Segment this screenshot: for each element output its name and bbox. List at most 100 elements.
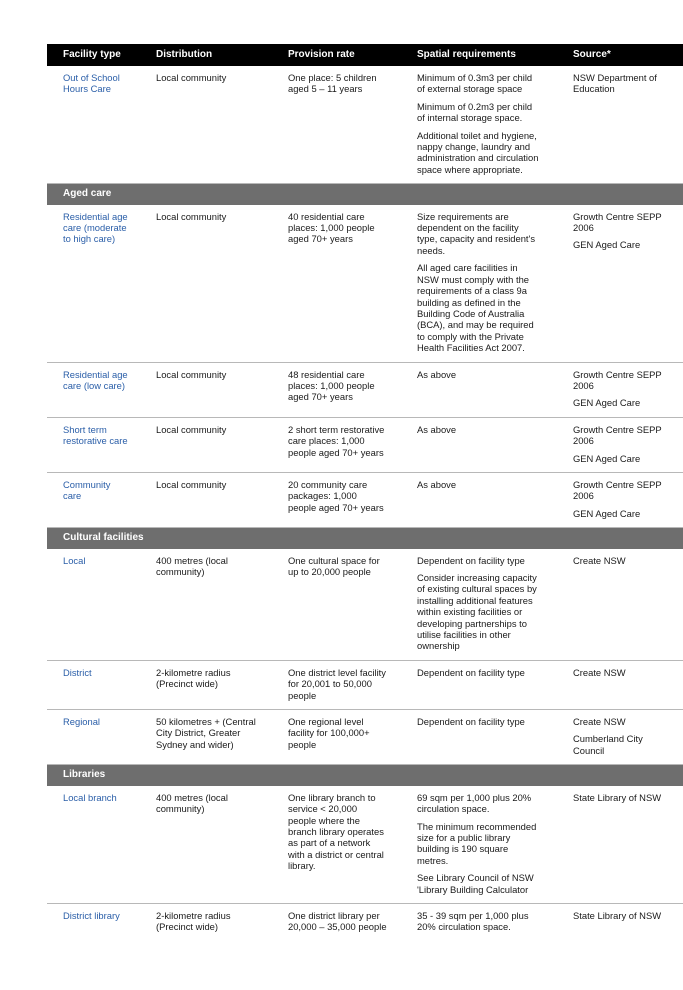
distribution-cell: Local community	[140, 204, 272, 363]
facility-type-cell: Regional	[47, 709, 140, 766]
spatial-requirements-cell: 69 sqm per 1,000 plus 20% circulation sp…	[401, 785, 557, 904]
provision-rate-cell: One library branch to service < 20,000 p…	[272, 785, 401, 904]
source-cell-paragraph: State Library of NSW	[573, 791, 662, 803]
source-cell-paragraph: GEN Aged Care	[573, 397, 641, 409]
source-cell: Create NSW	[557, 548, 683, 661]
spatial-requirements-cell-paragraph: Dependent on facility type	[417, 666, 525, 678]
table-row: Residential age care (moderate to high c…	[47, 204, 683, 363]
distribution-cell-text: 2-kilometre radius (Precinct wide)	[156, 909, 231, 933]
distribution-cell-text: 2-kilometre radius (Precinct wide)	[156, 666, 231, 690]
source-cell-paragraph: Create NSW	[573, 666, 626, 678]
provision-rate-cell-text: One district level facility for 20,001 t…	[288, 666, 386, 701]
source-cell-paragraph: Create NSW	[573, 554, 626, 566]
spatial-requirements-cell-paragraph: Additional toilet and hygiene, nappy cha…	[417, 129, 539, 175]
section-title: Aged care	[47, 183, 683, 205]
source-cell: NSW Department of Education	[557, 66, 683, 185]
distribution-cell: 2-kilometre radius (Precinct wide)	[140, 660, 272, 711]
spatial-requirements-cell-paragraph: Dependent on facility type	[417, 554, 525, 566]
provision-rate-cell: 20 community care packages: 1,000 people…	[272, 472, 401, 529]
source-cell: Create NSW	[557, 660, 683, 711]
spatial-requirements-cell: Dependent on facility type	[401, 660, 557, 711]
spatial-requirements-cell-paragraph: Size requirements are dependent on the f…	[417, 210, 536, 256]
spatial-requirements-cell: Size requirements are dependent on the f…	[401, 204, 557, 363]
provision-rate-cell: One place: 5 children aged 5 – 11 years	[272, 66, 401, 185]
distribution-cell-text: Local community	[156, 478, 227, 490]
provision-rate-cell-text: One cultural space for up to 20,000 peop…	[288, 554, 380, 577]
facility-type-cell: Short term restorative care	[47, 417, 140, 473]
table-row: District library 2-kilometre radius (Prec…	[47, 903, 683, 940]
section-title: Cultural facilities	[47, 527, 683, 549]
spatial-requirements-cell: As above	[401, 362, 557, 418]
provision-rate-cell-text: One place: 5 children aged 5 – 11 years	[288, 72, 377, 95]
facility-type-cell: Out of School Hours Care	[47, 66, 140, 185]
source-cell-paragraph: Growth Centre SEPP 2006	[573, 478, 662, 502]
spatial-requirements-cell: As above	[401, 417, 557, 473]
source-cell-paragraph: GEN Aged Care	[573, 507, 641, 519]
facility-type-cell: Community care	[47, 472, 140, 529]
source-cell: State Library of NSW	[557, 903, 683, 940]
facility-type-cell-text: Out of School Hours Care	[63, 72, 120, 95]
spatial-requirements-cell-paragraph: As above	[417, 368, 457, 380]
source-cell-paragraph: Growth Centre SEPP 2006	[573, 423, 662, 447]
section-header-row: Aged care	[47, 183, 683, 205]
provision-rate-cell: 40 residential care places: 1,000 people…	[272, 204, 401, 363]
table-header-row: Facility type Distribution Provision rat…	[47, 44, 683, 66]
section-header-row: Libraries	[47, 764, 683, 786]
spatial-requirements-cell-paragraph: As above	[417, 423, 457, 435]
distribution-cell-text: Local community	[156, 210, 227, 222]
source-cell-paragraph: GEN Aged Care	[573, 452, 641, 464]
facility-type-cell-text: Local	[63, 554, 86, 566]
header-facility-type: Facility type	[47, 44, 140, 66]
provision-rate-cell: One district library per 20,000 – 35,000…	[272, 903, 401, 940]
provision-rate-cell: 48 residential care places: 1,000 people…	[272, 362, 401, 418]
source-cell-paragraph: Growth Centre SEPP 2006	[573, 368, 662, 391]
provision-rate-cell: One regional level facility for 100,000+…	[272, 709, 401, 766]
spatial-requirements-cell: Dependent on facility type	[401, 709, 557, 766]
provision-rate-cell-text: 48 residential care places: 1,000 people…	[288, 368, 375, 403]
facility-type-cell-text: District library	[63, 909, 120, 921]
facility-type-cell: Residential age care (moderate to high c…	[47, 204, 140, 363]
provision-rate-cell-text: 40 residential care places: 1,000 people…	[288, 210, 375, 245]
distribution-cell: Local community	[140, 66, 272, 185]
source-cell-paragraph: Create NSW	[573, 716, 626, 728]
spatial-requirements-cell-paragraph: Dependent on facility type	[417, 716, 525, 728]
section-header-row: Cultural facilities	[47, 527, 683, 549]
facility-type-cell: Local	[47, 548, 140, 661]
distribution-cell-text: 50 kilometres + (Central City District, …	[156, 716, 256, 750]
provision-rate-cell-text: One library branch to service < 20,000 p…	[288, 791, 384, 872]
spatial-requirements-cell-paragraph: 69 sqm per 1,000 plus 20% circulation sp…	[417, 791, 532, 815]
source-cell: State Library of NSW	[557, 785, 683, 904]
facility-type-cell: Local branch	[47, 785, 140, 904]
spatial-requirements-cell: Minimum of 0.3m3 per child of external s…	[401, 66, 557, 185]
source-cell-paragraph: NSW Department of Education	[573, 72, 657, 95]
facility-type-cell-text: Regional	[63, 716, 101, 728]
source-cell-paragraph: Cumberland City Council	[573, 733, 643, 756]
facility-type-cell: District	[47, 660, 140, 711]
spatial-requirements-cell: As above	[401, 472, 557, 529]
facility-type-cell-text: Residential age care (low care)	[63, 368, 128, 391]
spatial-requirements-cell-paragraph: All aged care facilities in NSW must com…	[417, 262, 534, 354]
spatial-requirements-cell-paragraph: The minimum recommended size for a publi…	[417, 820, 537, 866]
table-row: Regional 50 kilometres + (Central City Di…	[47, 709, 683, 766]
source-cell-paragraph: GEN Aged Care	[573, 239, 641, 251]
spatial-requirements-cell-paragraph: Consider increasing capacity of existing…	[417, 572, 537, 652]
spatial-requirements-cell: 35 - 39 sqm per 1,000 plus 20% circulati…	[401, 903, 557, 940]
table-row: Residential age care (low care)Local com…	[47, 362, 683, 418]
table-row: Community care Local community 20 communit…	[47, 472, 683, 529]
provision-rate-cell: One cultural space for up to 20,000 peop…	[272, 548, 401, 661]
facility-type-cell: Residential age care (low care)	[47, 362, 140, 418]
facility-type-cell-text: District	[63, 666, 92, 678]
header-spatial-requirements: Spatial requirements	[401, 44, 557, 66]
distribution-cell: Local community	[140, 417, 272, 473]
distribution-cell-text: Local community	[156, 72, 227, 83]
distribution-cell: 50 kilometres + (Central City District, …	[140, 709, 272, 766]
